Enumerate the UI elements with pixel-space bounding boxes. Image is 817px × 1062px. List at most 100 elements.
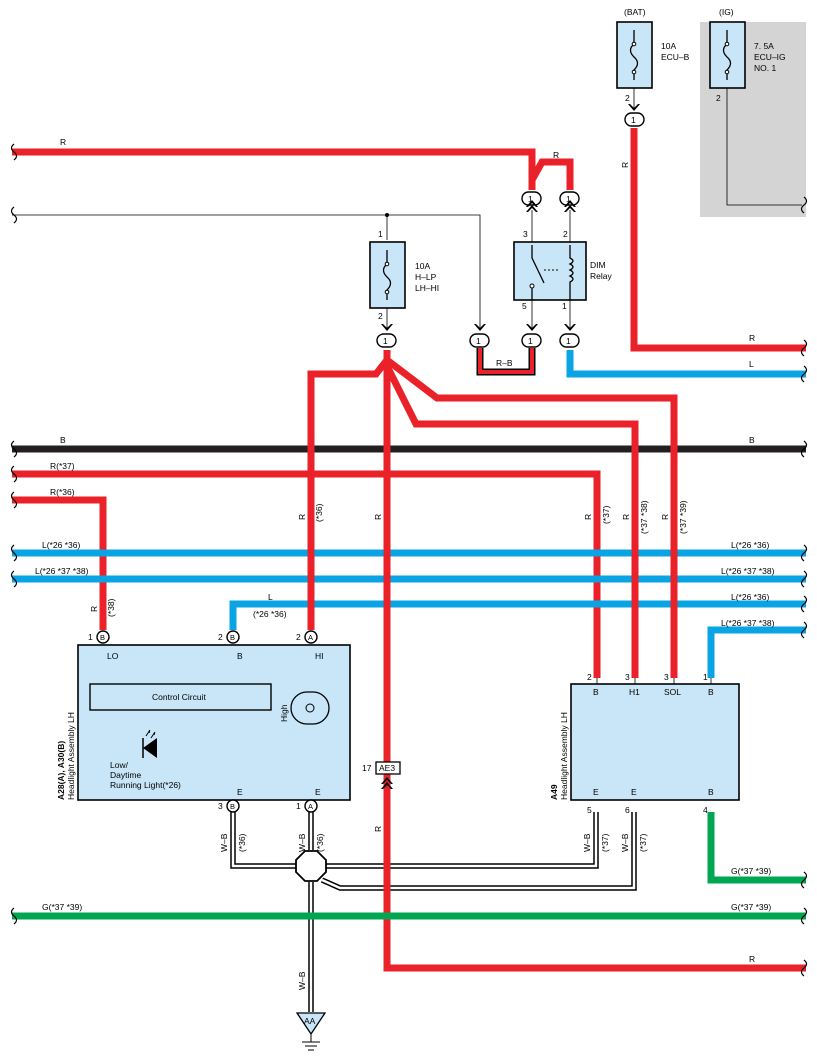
lbl-r-right: R bbox=[749, 333, 755, 343]
ecu-b-pin: 2 bbox=[625, 93, 630, 103]
lbl-rb: R–B bbox=[496, 358, 513, 368]
svg-text:B: B bbox=[230, 633, 235, 642]
svg-text:1: 1 bbox=[528, 336, 533, 346]
junction-ae3: AE3 17 bbox=[362, 761, 401, 789]
svg-text:1: 1 bbox=[631, 115, 636, 125]
svg-text:1: 1 bbox=[528, 194, 533, 204]
lbl-wb-3: W–B bbox=[582, 833, 592, 852]
lbl-36: (*36) bbox=[314, 503, 324, 522]
lbl-r-3738: R bbox=[621, 514, 631, 520]
control-circuit-box bbox=[89, 683, 272, 711]
lbl-g3739-a49: G(*37 *39) bbox=[731, 866, 771, 876]
lbl-wb-2n: (*36) bbox=[315, 833, 325, 852]
lh-code: A28(A), A30(B) bbox=[56, 741, 66, 800]
conn-relay-3: 1 bbox=[521, 191, 542, 206]
dim-relay: DIM Relay 3 2 5 1 bbox=[513, 229, 612, 311]
relay-pin3: 3 bbox=[523, 229, 528, 239]
lbl-r37: R(*37) bbox=[50, 461, 75, 471]
conn-relay-5: 1 bbox=[521, 333, 542, 348]
pin-e2-label: E bbox=[315, 787, 321, 797]
lbl-r-bat: R bbox=[620, 162, 630, 168]
svg-text:A: A bbox=[308, 802, 313, 811]
ecu-ig-name1: ECU–IG bbox=[754, 52, 786, 62]
lbl-l36-right: L(*26 *36) bbox=[731, 592, 769, 602]
low-label-3: Running Light(*26) bbox=[110, 780, 181, 790]
lbl-r-mid: R bbox=[373, 514, 383, 520]
led-icon bbox=[142, 729, 157, 758]
lbl-l3738-right: L(*26 *37 *38) bbox=[721, 618, 775, 628]
a49-pin-top-3-label: SOL bbox=[664, 687, 681, 697]
ecu-ig-name2: NO. 1 bbox=[754, 63, 776, 73]
lbl-l-mid: L bbox=[268, 592, 273, 602]
svg-text:2: 2 bbox=[296, 632, 301, 642]
lbl-l2636-right: L(*26 *36) bbox=[731, 540, 769, 550]
ae3-pin: 17 bbox=[362, 763, 372, 773]
lbl-r-top: R bbox=[60, 137, 66, 147]
lbl-l2636-left: L(*26 *36) bbox=[42, 540, 80, 550]
svg-text:1: 1 bbox=[88, 632, 93, 642]
a49-pin-top-1-num: 2 bbox=[587, 672, 592, 682]
svg-text:2: 2 bbox=[218, 632, 223, 642]
high-lamp-icon bbox=[290, 691, 330, 725]
ae3-name: AE3 bbox=[379, 763, 395, 773]
ecu-b-amp: 10A bbox=[661, 41, 676, 51]
lbl-r-bottom: R bbox=[749, 954, 755, 964]
control-circuit-label: Control Circuit bbox=[152, 692, 206, 702]
splice-octagon bbox=[295, 850, 327, 882]
relay-pin2: 2 bbox=[563, 229, 568, 239]
lbl-r-relay: R bbox=[553, 150, 559, 160]
a49-title: Headlight Assembly LH bbox=[559, 712, 569, 800]
low-label-1: Low/ bbox=[110, 760, 129, 770]
ecu-ig-amp: 7. 5A bbox=[754, 41, 774, 51]
ground-name: AA bbox=[304, 1016, 316, 1026]
h-lp-pin-out: 2 bbox=[378, 311, 383, 321]
lbl-wb-3n: (*37) bbox=[600, 833, 610, 852]
svg-text:3: 3 bbox=[218, 801, 223, 811]
conn-relay-1: 1 bbox=[559, 333, 580, 348]
a49-pin-bot-3-label: B bbox=[708, 787, 714, 797]
relay-name1: DIM bbox=[590, 260, 606, 270]
a49-pin-bot-2-label: E bbox=[631, 787, 637, 797]
pin-lo: B1 bbox=[88, 630, 110, 644]
pin-e1: B3 bbox=[218, 799, 240, 813]
lbl-b-right: B bbox=[749, 435, 755, 445]
lbl-38: (*38) bbox=[106, 598, 116, 617]
lbl-r-3739: R bbox=[660, 514, 670, 520]
fuse-ecu-ig: (IG) 7. 5A ECU–IG NO. 1 2 bbox=[709, 7, 786, 103]
lbl-wb-5: W–B bbox=[297, 971, 307, 990]
lbl-b-left: B bbox=[60, 435, 66, 445]
rb-wire bbox=[476, 348, 536, 376]
h-lp-name2: LH–HI bbox=[415, 283, 439, 293]
conn-rb-left: 1 bbox=[469, 333, 490, 348]
pin-hi-label: HI bbox=[315, 651, 324, 661]
connector-chevrons bbox=[381, 104, 640, 331]
lbl-wb-2: W–B bbox=[297, 833, 307, 852]
a49-pin-top-2-label: H1 bbox=[629, 687, 640, 697]
lbl-l263738-right: L(*26 *37 *38) bbox=[721, 566, 775, 576]
lbl-g3739-left: G(*37 *39) bbox=[42, 902, 82, 912]
lbl-wb-4: W–B bbox=[620, 833, 630, 852]
wb-ground-wires bbox=[230, 812, 637, 1012]
h-lp-pin-in: 1 bbox=[378, 229, 383, 239]
headlight-a49: A49 Headlight Assembly LH 2 3 3 1 B H1 S… bbox=[549, 672, 740, 815]
lbl-r-36: R bbox=[297, 514, 307, 520]
a49-pin-top-2-num: 3 bbox=[625, 672, 630, 682]
a49-pin-bot-1-label: E bbox=[593, 787, 599, 797]
svg-text:1: 1 bbox=[296, 801, 301, 811]
relay-pin1: 1 bbox=[562, 301, 567, 311]
ecu-ig-pin: 2 bbox=[716, 93, 721, 103]
a49-pin-top-3-num: 3 bbox=[664, 672, 669, 682]
lbl-r-37: R bbox=[583, 514, 593, 520]
a49-pin-bot-1-num: 5 bbox=[587, 805, 592, 815]
connector-ovals: 1 1 1 1 1 1 1 bbox=[376, 112, 645, 348]
headlight-lh-a28: Control Circuit High Low/ Daytime Runnin… bbox=[56, 630, 351, 813]
svg-text:B: B bbox=[230, 802, 235, 811]
fuse-ecu-b: (BAT) 10A ECU–B 2 bbox=[616, 7, 690, 103]
h-lp-amp: 10A bbox=[415, 261, 430, 271]
pin-e2: A1 bbox=[296, 799, 318, 813]
lbl-r-38: R bbox=[89, 606, 99, 612]
lbl-r-ae3: R bbox=[373, 826, 383, 832]
lbl-37: (*37) bbox=[601, 505, 611, 524]
a49-pin-top-1-label: B bbox=[593, 687, 599, 697]
